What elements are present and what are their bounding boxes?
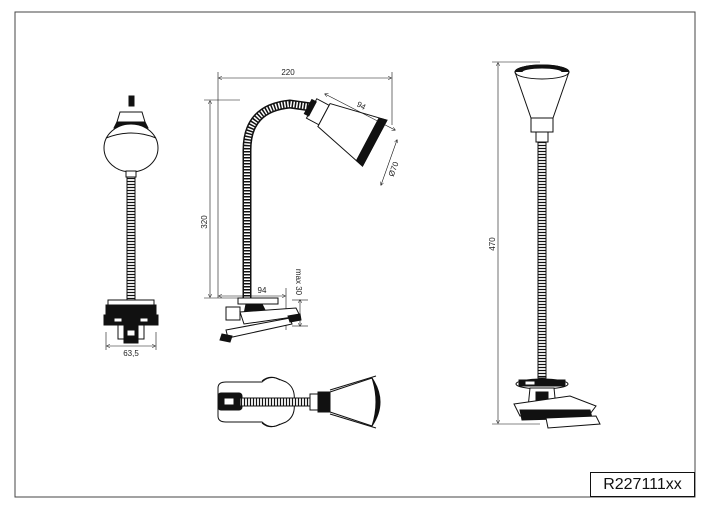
dim-base-width: 63,5 xyxy=(123,349,139,358)
dim-total-height: 320 xyxy=(200,215,209,229)
front-view xyxy=(103,95,159,350)
product-code: R227111xx xyxy=(590,472,695,497)
dim-overall-height: 470 xyxy=(488,237,497,251)
dim-base-depth: 94 xyxy=(258,286,267,295)
top-view xyxy=(217,375,381,429)
drawing-frame xyxy=(14,11,696,498)
dim-clamp-max: max 30 xyxy=(294,269,303,296)
dim-total-width: 220 xyxy=(281,68,295,77)
front-view-full xyxy=(492,61,601,429)
side-view xyxy=(204,72,397,343)
